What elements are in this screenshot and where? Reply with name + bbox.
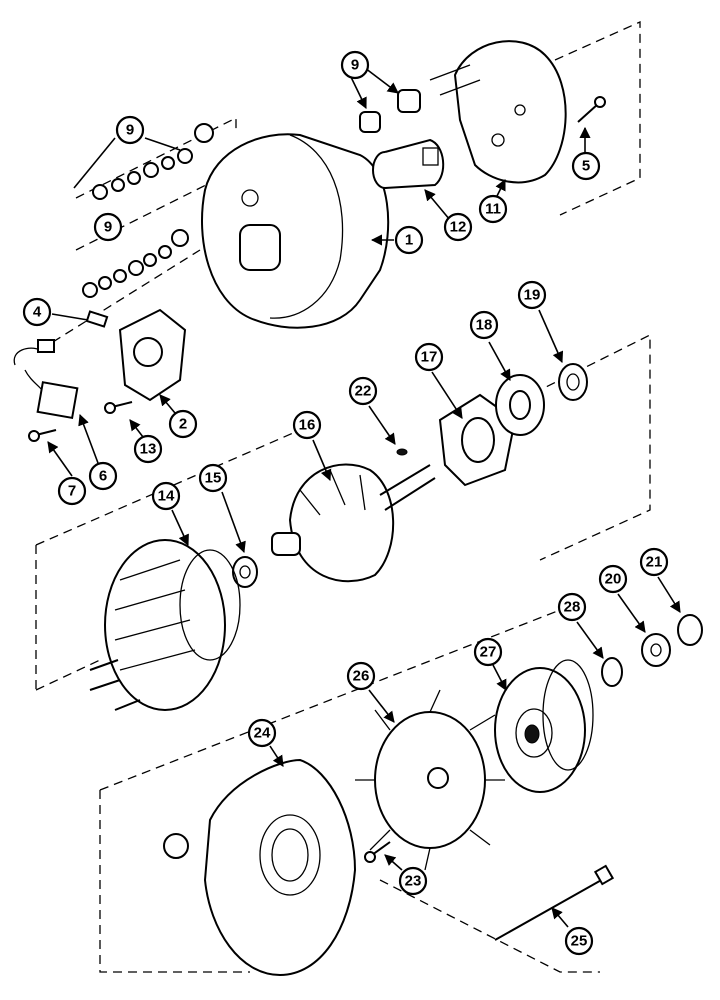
callout-9-washers-lower: 9 [93, 212, 123, 242]
callout-15: 15 [198, 463, 228, 493]
callout-21: 21 [639, 547, 669, 577]
callout-13: 13 [133, 434, 163, 464]
callout-16: 16 [292, 410, 322, 440]
svg-text:28: 28 [564, 599, 581, 616]
brush [85, 310, 109, 328]
svg-text:2: 2 [179, 416, 187, 433]
callout-12: 12 [443, 212, 473, 242]
callout-5: 5 [571, 151, 601, 181]
svg-text:20: 20 [605, 571, 622, 588]
svg-text:13: 13 [140, 441, 157, 458]
callout-7: 7 [57, 476, 87, 506]
svg-text:22: 22 [355, 383, 372, 400]
leader-lines [47, 67, 681, 928]
svg-text:27: 27 [480, 644, 497, 661]
callout-4: 4 [22, 297, 52, 327]
screw-top-right [577, 96, 606, 123]
svg-text:6: 6 [99, 468, 107, 485]
callout-20: 20 [598, 564, 628, 594]
svg-text:1: 1 [405, 232, 413, 249]
svg-text:14: 14 [158, 488, 175, 505]
svg-text:17: 17 [421, 349, 438, 366]
washer-20 [641, 633, 671, 667]
screw-7 [28, 429, 57, 442]
callout-11: 11 [478, 194, 508, 224]
callout-14: 14 [151, 481, 181, 511]
bearing-15 [232, 556, 258, 588]
callout-25: 25 [564, 926, 594, 956]
svg-text:9: 9 [126, 122, 134, 139]
seal-19 [558, 363, 588, 401]
nut-washer-set-upper [92, 123, 214, 200]
svg-text:11: 11 [485, 201, 501, 218]
svg-text:4: 4 [33, 304, 42, 321]
svg-text:19: 19 [524, 287, 541, 304]
callout-19: 19 [517, 280, 547, 310]
callout-24: 24 [247, 718, 277, 748]
callout-26: 26 [346, 661, 376, 691]
callout-9-top: 9 [340, 50, 370, 80]
svg-text:16: 16 [299, 417, 316, 434]
stator [89, 539, 241, 711]
svg-text:12: 12 [450, 219, 467, 236]
screw-23 [364, 841, 391, 863]
rotor [271, 463, 436, 583]
nut-washer-set-lower [82, 229, 189, 298]
slip-ring-end-housing [163, 758, 357, 977]
callout-18: 18 [469, 310, 499, 340]
through-bolt [494, 864, 615, 941]
bearing-18 [495, 374, 545, 436]
svg-text:5: 5 [582, 158, 590, 175]
callout-9-washers-upper: 9 [115, 115, 145, 145]
svg-text:18: 18 [476, 317, 493, 334]
nut-21 [677, 614, 703, 646]
callout-23: 23 [398, 866, 428, 896]
svg-text:15: 15 [205, 470, 222, 487]
callout-1: 1 [394, 225, 424, 255]
callout-22: 22 [348, 376, 378, 406]
svg-text:7: 7 [68, 483, 76, 500]
callout-27: 27 [473, 637, 503, 667]
svg-text:26: 26 [353, 668, 370, 685]
fan [355, 689, 505, 871]
screw-13 [104, 401, 133, 414]
svg-text:21: 21 [646, 554, 663, 571]
brush-holder [118, 308, 187, 402]
svg-text:24: 24 [254, 725, 271, 742]
callout-6: 6 [88, 461, 118, 491]
assembly-outline-upper [39, 20, 641, 351]
pulley [494, 659, 594, 793]
svg-text:9: 9 [351, 57, 359, 74]
nuts-upper-right [359, 89, 421, 133]
svg-text:9: 9 [104, 219, 112, 236]
svg-text:25: 25 [571, 933, 588, 950]
sleeve [372, 138, 445, 189]
rectifier-plate [429, 40, 567, 184]
key-22 [396, 448, 408, 456]
spacer-28 [601, 657, 623, 687]
callout-17: 17 [414, 342, 444, 372]
drive-end-housing [201, 133, 390, 329]
suppressor-capacitor [13, 339, 79, 420]
callout-28: 28 [557, 592, 587, 622]
callout-2: 2 [168, 409, 198, 439]
svg-text:23: 23 [405, 873, 422, 890]
